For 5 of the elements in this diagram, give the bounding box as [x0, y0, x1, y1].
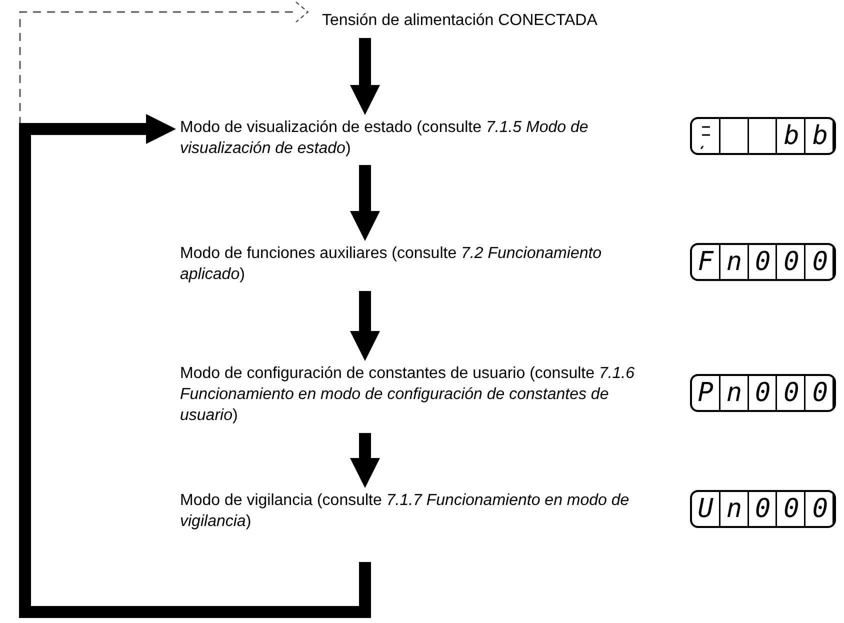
- arrow: [350, 165, 380, 241]
- dashed-arrow: [19, 1, 309, 125]
- arrow: [19, 114, 371, 618]
- arrow: [350, 433, 380, 488]
- arrow: [350, 38, 380, 115]
